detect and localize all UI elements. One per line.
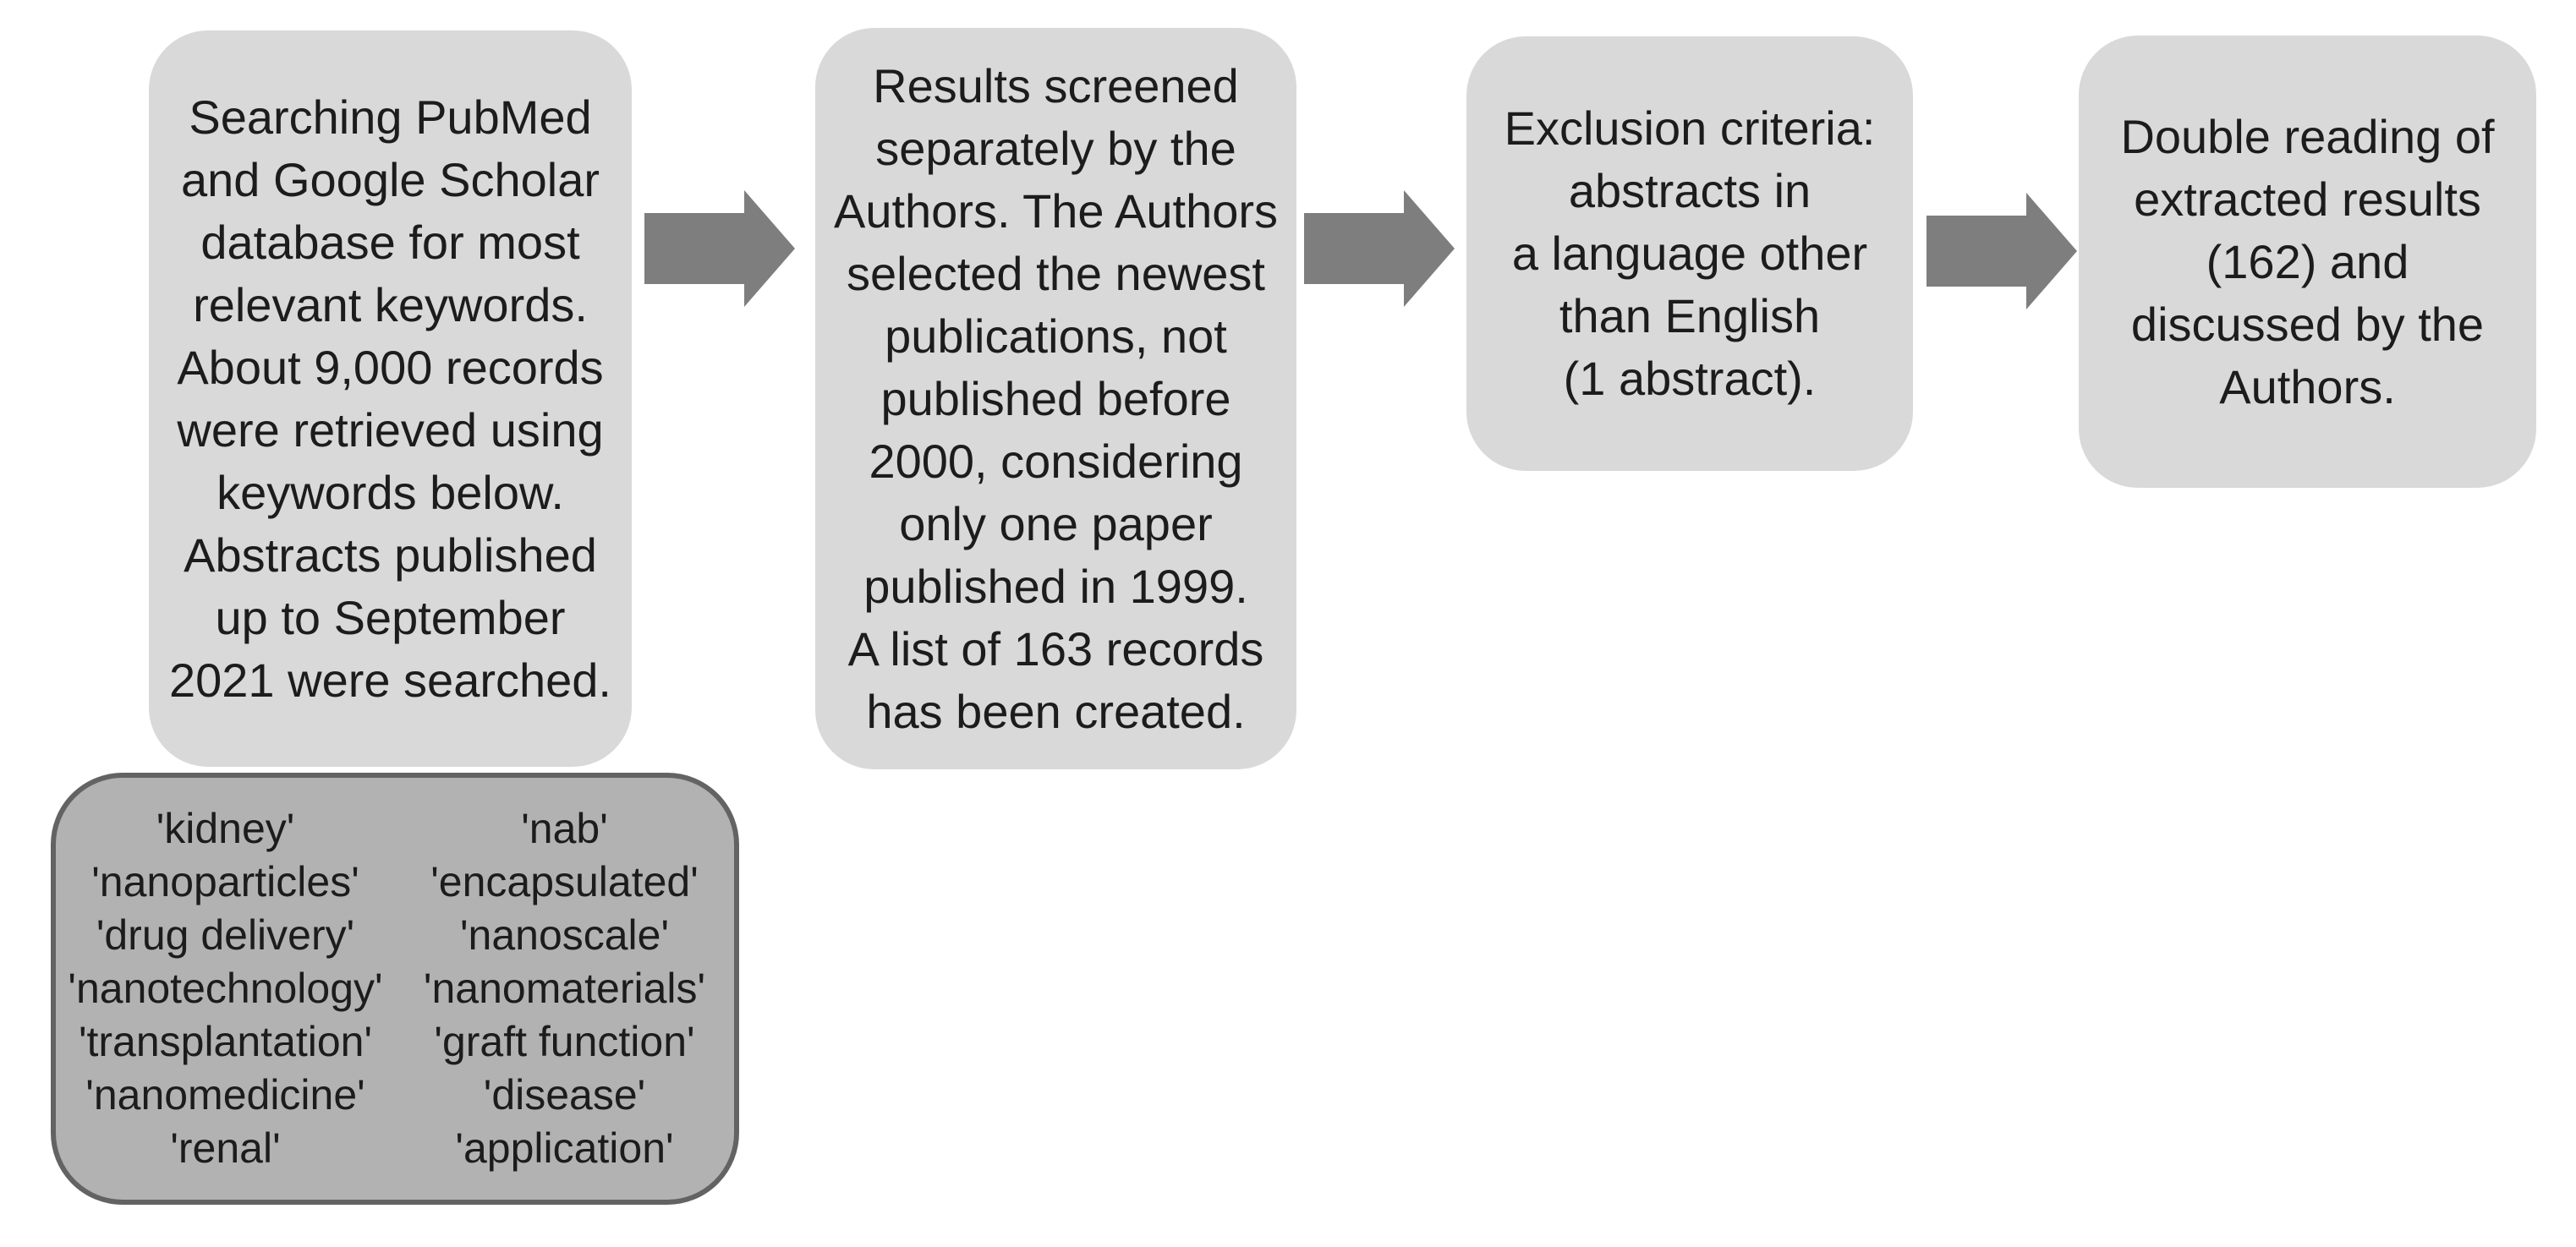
text-line: relevant keywords. (193, 277, 588, 331)
text-line: separately by the (875, 121, 1236, 175)
text-line: 'encapsulated' (430, 858, 699, 905)
text-line: Abstracts published (184, 528, 597, 582)
text-line: extracted results (2134, 172, 2481, 226)
arrow-shape (644, 190, 795, 307)
text-line: only one paper (899, 496, 1213, 550)
text-line: 'kidney' (156, 805, 295, 852)
text-line: Authors. The Authors (833, 183, 1279, 238)
text-line: 'nanomaterials' (423, 965, 706, 1012)
text-line: Authors. (2219, 359, 2396, 413)
text-line: Searching PubMed (189, 90, 592, 144)
text-line: (162) and (2206, 234, 2409, 288)
keywords-column-right: 'nab' 'encapsulated' 'nanoscale' 'nanomater… (395, 802, 734, 1175)
text-line: Exclusion criteria: (1504, 101, 1876, 155)
text-line: a language other (1511, 227, 1868, 280)
text-line: About 9,000 records (177, 340, 604, 394)
text-line: published before (880, 371, 1231, 425)
text-line: (1 abstract). (1563, 352, 1817, 405)
arrow-shape (1927, 193, 2077, 309)
text-line: 2021 were searched. (168, 653, 611, 707)
text-line: 'drug delivery' (96, 911, 355, 959)
arrow-right-icon (644, 190, 795, 307)
step-exclusion-criteria-box: Exclusion criteria: abstracts in a languag… (1466, 36, 1913, 471)
text-line: 'nanoparticles' (91, 858, 359, 905)
text-line: database for most (200, 215, 580, 269)
text-line: than English (1559, 289, 1821, 342)
text-line: selected the newest (847, 246, 1265, 300)
text-line: 'graft function' (434, 1018, 695, 1065)
text-line: keywords below. (216, 465, 564, 519)
text-line: 'renal' (170, 1124, 281, 1172)
text-line: 'nab' (521, 805, 608, 852)
text-line: 'nanomedicine' (85, 1071, 365, 1118)
text-line: Results screened (873, 58, 1239, 112)
keywords-column-left: 'kidney' 'nanoparticles' 'drug delivery' 'n… (56, 802, 395, 1175)
step-database-search-box: Searching PubMed and Google Scholar databa… (149, 30, 632, 767)
text-line: 2000, considering (869, 434, 1243, 488)
text-line: discussed by the (2130, 297, 2485, 351)
arrow-right-icon (1304, 190, 1455, 307)
text-line: Double reading of (2120, 109, 2495, 163)
text-line: publications, not (885, 309, 1227, 363)
step-double-reading-box: Double reading of extracted results (162) … (2079, 36, 2536, 488)
text-line: 'nanotechnology' (68, 965, 383, 1012)
text-line: 'disease' (483, 1071, 646, 1118)
text-line: has been created. (866, 684, 1246, 738)
text-line: 'nanoscale' (459, 911, 670, 959)
text-line: up to September (215, 590, 566, 644)
arrow-shape (1304, 190, 1455, 307)
keywords-box: 'kidney' 'nanoparticles' 'drug delivery' 'n… (51, 773, 739, 1205)
text-line: A list of 163 records (847, 621, 1264, 675)
text-line: published in 1999. (863, 559, 1248, 613)
text-line: 'transplantation' (78, 1018, 373, 1065)
text-line: abstracts in (1568, 164, 1811, 217)
arrow-right-icon (1927, 193, 2077, 309)
text-line: were retrieved using (177, 402, 604, 457)
text-line: 'application' (455, 1124, 674, 1172)
text-line: and Google Scholar (180, 152, 600, 206)
